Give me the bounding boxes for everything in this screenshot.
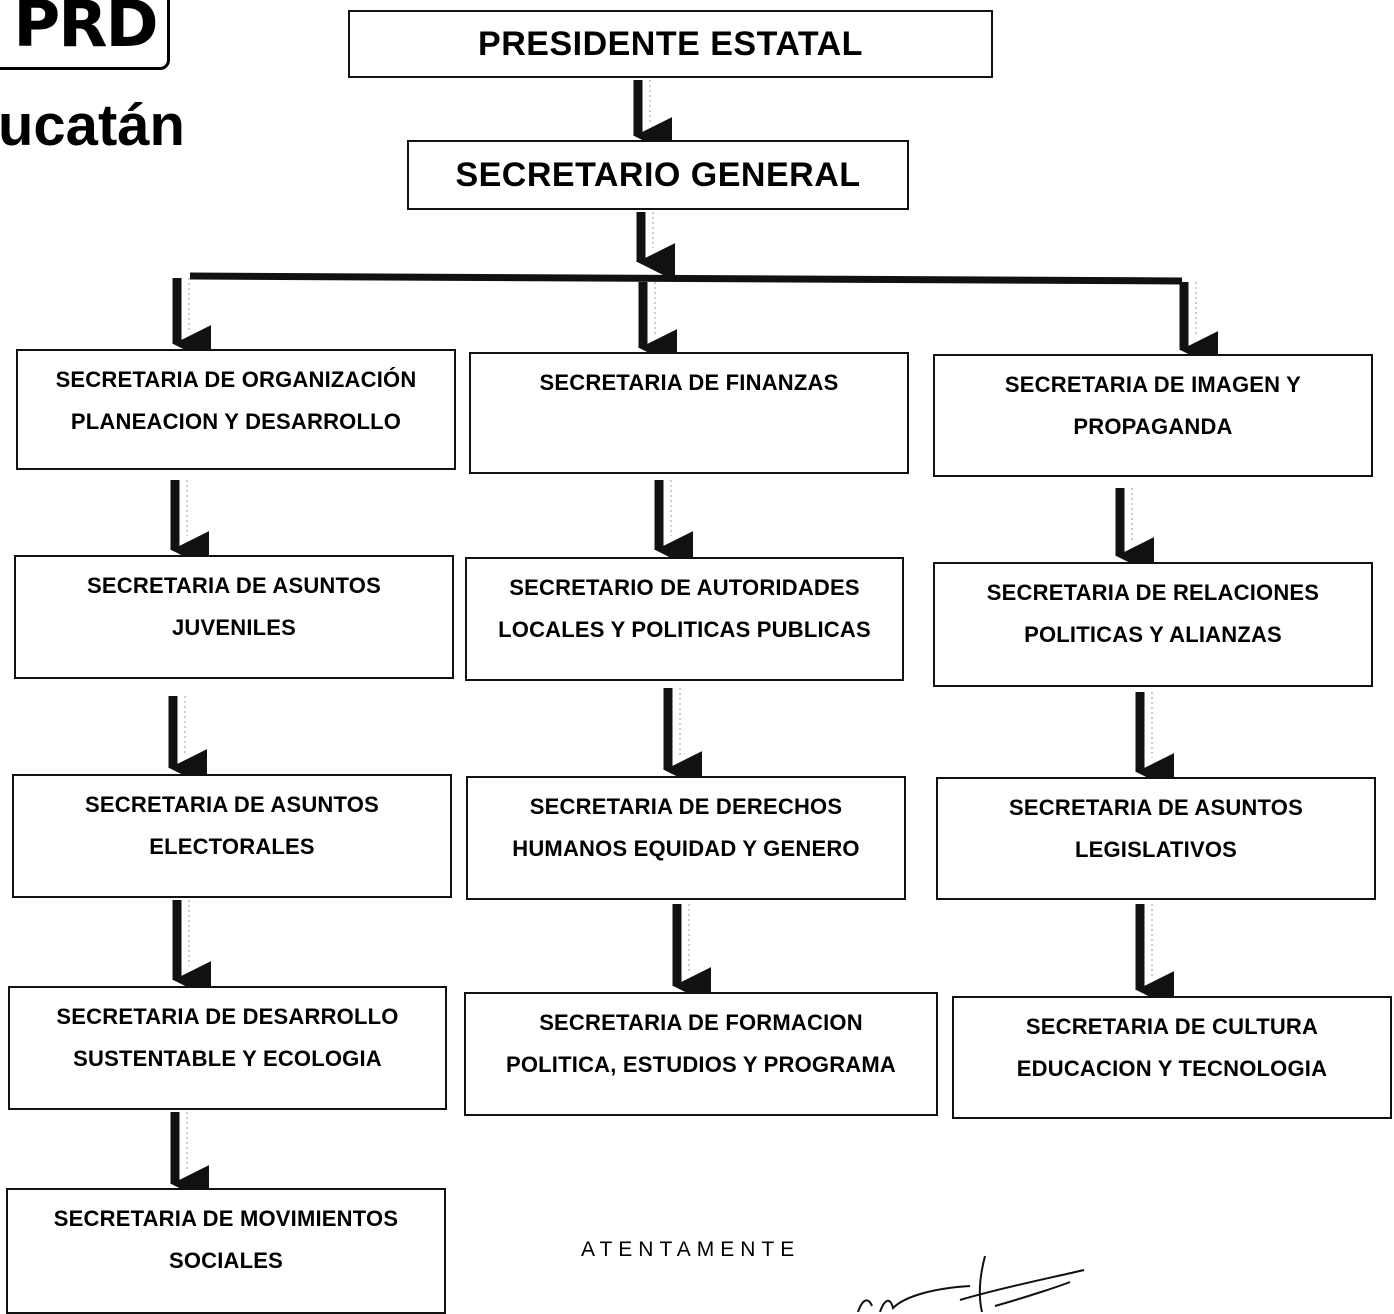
party-logo: PRD <box>0 0 170 70</box>
signature-stroke <box>857 1255 1085 1312</box>
box-secretary-general: SECRETARIO GENERAL <box>407 140 909 210</box>
box-imagen-propaganda: SECRETARIA DE IMAGEN Y PROPAGANDA <box>933 354 1373 477</box>
box-autoridades-locales-line-1: SECRETARIO DE AUTORIDADES <box>509 575 860 600</box>
box-asuntos-juveniles-line-1: SECRETARIA DE ASUNTOS <box>87 573 381 598</box>
box-formacion-politica-line-1: SECRETARIA DE FORMACION <box>539 1010 863 1035</box>
box-desarrollo-sustentable: SECRETARIA DE DESARROLLO SUSTENTABLE Y E… <box>8 986 447 1110</box>
box-asuntos-legislativos-line-2: LEGISLATIVOS <box>1074 837 1238 862</box>
closing-text: ATENTAMENTE <box>581 1238 801 1261</box>
box-cultura-educacion-line-1: SECRETARIA DE CULTURA <box>1025 1014 1319 1039</box>
box-asuntos-electorales-line-2: ELECTORALES <box>149 834 315 859</box>
box-movimientos-sociales-line-1: SECRETARIA DE MOVIMIENTOS <box>53 1206 399 1231</box>
box-imagen-propaganda-line-2: PROPAGANDA <box>1073 414 1233 439</box>
box-relaciones-politicas: SECRETARIA DE RELACIONES POLITICAS Y ALI… <box>933 562 1373 687</box>
box-movimientos-sociales-line-2: SOCIALES <box>168 1248 284 1273</box>
box-finanzas: SECRETARIA DE FINANZAS <box>469 352 909 474</box>
box-cultura-educacion: SECRETARIA DE CULTURA EDUCACION Y TECNOL… <box>952 996 1392 1119</box>
box-finanzas-line-1: SECRETARIA DE FINANZAS <box>539 370 839 395</box>
box-asuntos-electorales: SECRETARIA DE ASUNTOS ELECTORALES <box>12 774 452 898</box>
box-organizacion-line-1: SECRETARIA DE ORGANIZACIÓN <box>55 367 417 392</box>
arrows <box>168 80 1219 1203</box>
logo-text: PRD <box>13 0 158 62</box>
box-organizacion: SECRETARIA DE ORGANIZACIÓN PLANEACION Y … <box>16 349 456 470</box>
box-secretary-general-label: SECRETARIO GENERAL <box>455 155 861 194</box>
box-desarrollo-sustentable-line-1: SECRETARIA DE DESARROLLO <box>56 1004 399 1029</box>
box-relaciones-politicas-line-1: SECRETARIA DE RELACIONES <box>986 580 1320 605</box>
box-asuntos-legislativos-line-1: SECRETARIA DE ASUNTOS <box>1009 795 1303 820</box>
box-asuntos-electorales-line-1: SECRETARIA DE ASUNTOS <box>85 792 379 817</box>
box-president-label: PRESIDENTE ESTATAL <box>478 24 863 63</box>
box-desarrollo-sustentable-line-2: SUSTENTABLE Y ECOLOGIA <box>73 1046 382 1071</box>
box-movimientos-sociales: SECRETARIA DE MOVIMIENTOS SOCIALES <box>6 1188 446 1314</box>
state-name: ucatán <box>0 93 185 158</box>
box-imagen-propaganda-line-1: SECRETARIA DE IMAGEN Y <box>1004 372 1302 397</box>
box-derechos-humanos: SECRETARIA DE DERECHOS HUMANOS EQUIDAD Y… <box>466 776 906 900</box>
box-derechos-humanos-line-1: SECRETARIA DE DERECHOS <box>529 794 843 819</box>
box-autoridades-locales-line-2: LOCALES Y POLITICAS PUBLICAS <box>498 617 871 642</box>
box-formacion-politica-line-2: POLITICA, ESTUDIOS Y PROGRAMA <box>505 1052 897 1077</box>
box-formacion-politica: SECRETARIA DE FORMACION POLITICA, ESTUDI… <box>464 992 938 1116</box>
box-derechos-humanos-line-2: HUMANOS EQUIDAD Y GENERO <box>512 836 860 861</box>
box-asuntos-juveniles: SECRETARIA DE ASUNTOS JUVENILES <box>14 555 454 679</box>
box-asuntos-juveniles-line-2: JUVENILES <box>171 615 297 640</box>
box-cultura-educacion-line-2: EDUCACION Y TECNOLOGIA <box>1016 1056 1328 1081</box>
box-relaciones-politicas-line-2: POLITICAS Y ALIANZAS <box>1024 622 1282 647</box>
branch-bar <box>189 272 1183 285</box>
box-president: PRESIDENTE ESTATAL <box>348 10 993 78</box>
box-asuntos-legislativos: SECRETARIA DE ASUNTOS LEGISLATIVOS <box>936 777 1376 900</box>
box-organizacion-line-2: PLANEACION Y DESARROLLO <box>70 409 402 434</box>
box-autoridades-locales: SECRETARIO DE AUTORIDADES LOCALES Y POLI… <box>465 557 904 681</box>
